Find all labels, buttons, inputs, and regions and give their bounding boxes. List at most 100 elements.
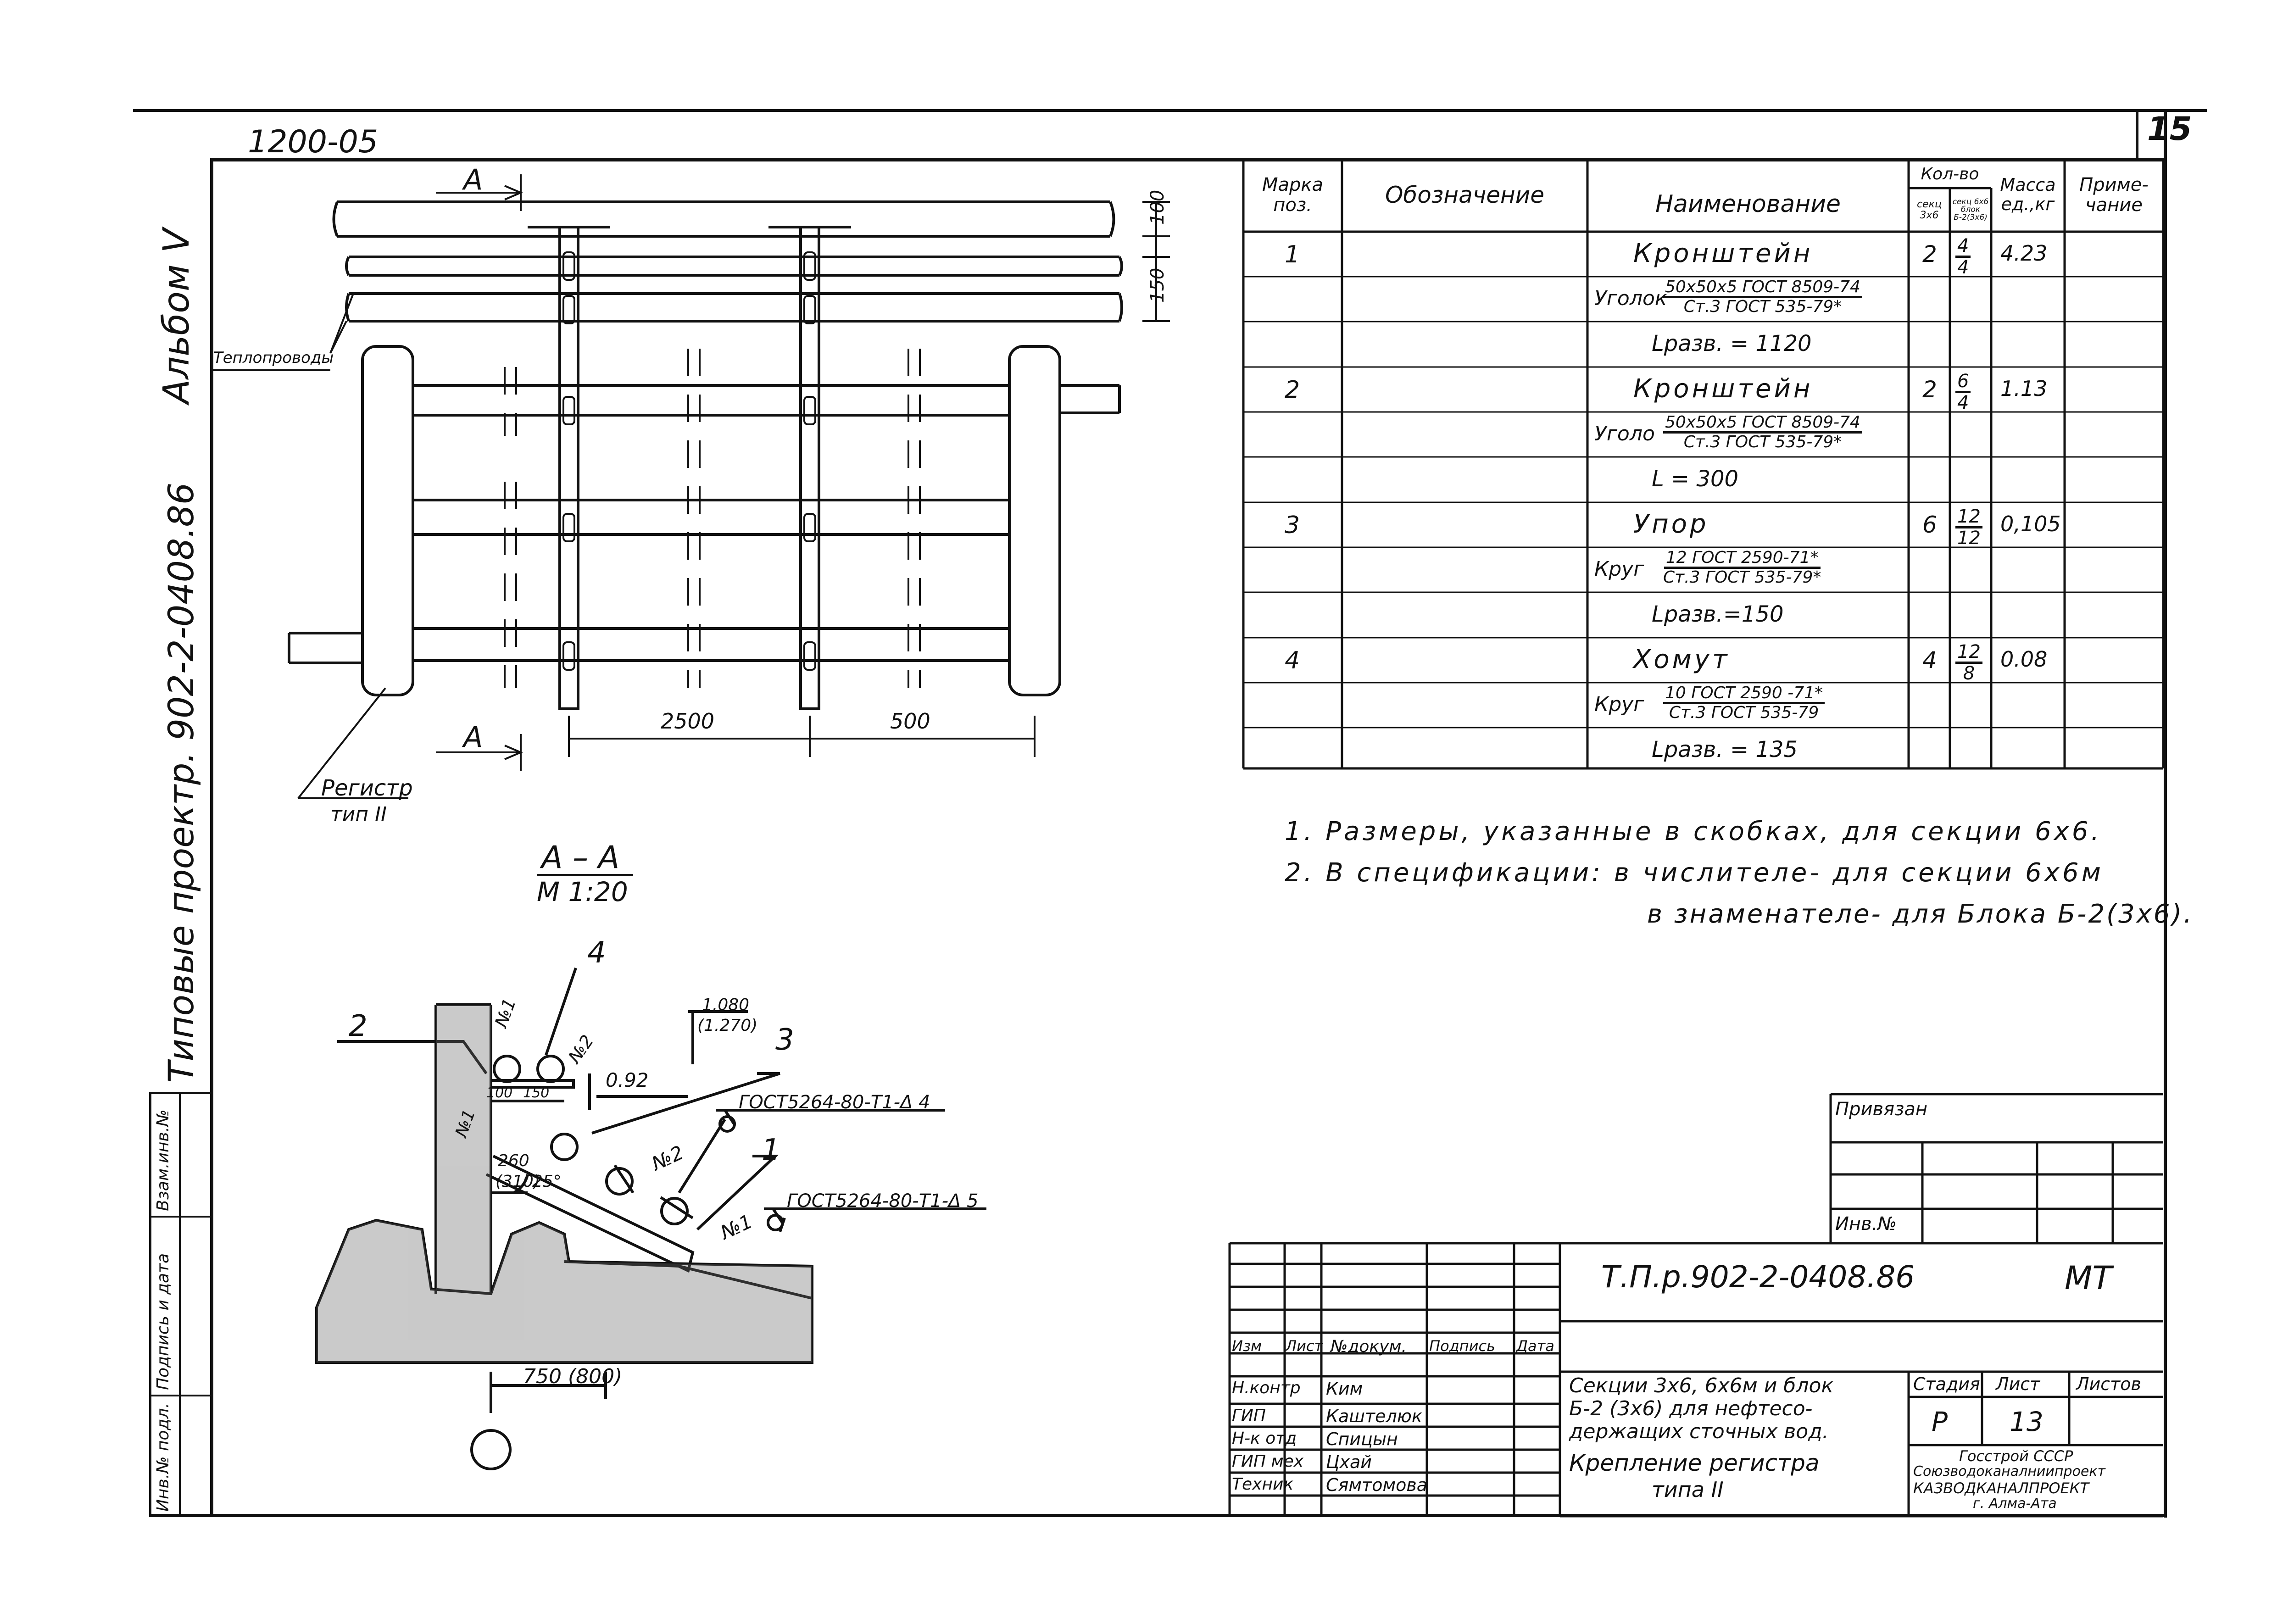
corner-box-left	[2136, 109, 2138, 161]
spec-row-qty1: 4	[1922, 647, 1937, 673]
plan-section-mark-bottom: А	[463, 720, 483, 754]
section-title-underline	[537, 874, 633, 876]
title-desc-2: Б-2 (3х6) для нефтесо-	[1569, 1397, 1813, 1420]
section-elev-2: (1.270)	[697, 1016, 758, 1035]
plan-label-register-type: тип II	[330, 803, 387, 826]
spec-row-material-den: Ст.3 ГОСТ 535-79*	[1683, 432, 1842, 451]
staff-role: Н.контр	[1232, 1379, 1301, 1397]
spec-row-mark: 4	[1285, 647, 1300, 674]
spec-row-length: Lразв.=150	[1652, 601, 1784, 627]
spec-row-qty2-num: 12	[1955, 642, 1982, 664]
spec-row-mark: 3	[1285, 512, 1300, 539]
frame-left	[210, 158, 213, 1516]
staff-name: Каштелюк	[1326, 1406, 1422, 1426]
spec-row-mark: 2	[1285, 376, 1300, 404]
margin-col-split	[179, 1092, 181, 1516]
top-rule	[133, 109, 2207, 112]
section-angle: 25°	[532, 1172, 562, 1191]
spec-row-material-prefix: Уголок	[1594, 287, 1667, 310]
staff-role: Техник	[1232, 1475, 1294, 1494]
title-org-3: КАЗВОДКАНАЛПРОЕКТ	[1913, 1479, 2089, 1497]
section-scale: М 1:20	[537, 876, 628, 907]
title-sheet-title-2: типа II	[1652, 1477, 1724, 1502]
plan-dim-500: 500	[890, 709, 930, 734]
title-org-2: Союзводоканалниипроект	[1913, 1463, 2105, 1479]
section-weld-2: ГОСТ5264-80-Т1-Δ 5	[787, 1190, 979, 1212]
spec-row-qty1: 2	[1922, 241, 1937, 267]
note-3: в знаменателе- для Блока Б-2(3х6).	[1647, 899, 2194, 929]
spec-row-qty2-den: 4	[1957, 392, 1969, 413]
margin-row-2	[149, 1395, 213, 1396]
spec-row-qty1: 2	[1922, 376, 1937, 403]
spec-row-qty2-num: 12	[1955, 507, 1982, 528]
spec-row-mass: 0,105	[2000, 512, 2061, 536]
title-desc-3: держащих сточных вод.	[1569, 1420, 1829, 1443]
spec-row-material: 10 ГОСТ 2590 -71*Ст.3 ГОСТ 535-79	[1663, 684, 1825, 722]
title-org-1: Госстрой СССР	[1959, 1447, 2073, 1465]
section-elev-1: 1.080	[702, 996, 750, 1014]
spec-header-mass: Масса ед.,кг	[2000, 175, 2056, 214]
spec-row-name: Кронштейн	[1633, 374, 1813, 404]
spec-header-qty-sub2: секц 6х6 блок Б-2(3х6)	[1952, 197, 1989, 222]
spec-row-qty2-den: 12	[1957, 528, 1981, 549]
staff-name: Сямтомова	[1326, 1475, 1428, 1495]
spec-row-qty2-den: 8	[1963, 663, 1975, 684]
margin-row-1	[149, 1216, 213, 1218]
spec-row-mass: 0.08	[2000, 647, 2048, 672]
title-org-4: г. Алма-Ата	[1973, 1496, 2057, 1512]
spec-header-designation: Обозначение	[1385, 182, 1544, 208]
spec-row-material-num: 10 ГОСТ 2590 -71*	[1663, 684, 1825, 704]
section-title: А – А	[541, 840, 620, 876]
title-stage-label: Стадия	[1913, 1374, 1980, 1394]
staff-name: Спицын	[1326, 1429, 1398, 1449]
title-col-sign: Подпись	[1429, 1337, 1495, 1355]
frame-top	[211, 158, 2166, 161]
spec-row-qty2-den: 4	[1957, 257, 1969, 278]
section-pos-4: 4	[587, 936, 606, 970]
spec-row-length: Lразв. = 135	[1652, 737, 1798, 762]
section-pos-3: 3	[775, 1023, 794, 1057]
plan-section-mark-top: А	[463, 163, 483, 196]
spec-row-qty1: 6	[1922, 512, 1937, 538]
spec-row-mark: 1	[1285, 241, 1300, 268]
spec-row-material-prefix: Круг	[1594, 693, 1644, 716]
title-mark: МТ	[2065, 1259, 2112, 1297]
binding-inv-no: Инв.№	[1835, 1213, 1897, 1235]
note-2: 2. В спецификации: в числителе- для секц…	[1285, 858, 2104, 888]
title-sheet-title-1: Крепление регистра	[1569, 1450, 1820, 1476]
title-sheet: 13	[2010, 1406, 2043, 1437]
spec-row-name: Упор	[1633, 509, 1709, 539]
margin-box-top	[149, 1092, 213, 1094]
staff-role: Н-к отд	[1232, 1429, 1297, 1448]
plan-dim-2500: 2500	[661, 709, 715, 734]
staff-role: ГИП мех	[1232, 1452, 1304, 1471]
section-pos-1: 1	[762, 1133, 780, 1167]
spec-header-qty: Кол-во	[1921, 164, 1979, 184]
title-col-date: Дата	[1516, 1337, 1554, 1355]
spec-row-name: Хомут	[1633, 645, 1730, 674]
section-dim-150: 150	[523, 1085, 550, 1101]
spec-row-qty2-num: 4	[1955, 236, 1971, 258]
code-top: 1200-05	[248, 124, 379, 160]
section-dim-100: 100	[486, 1085, 513, 1101]
section-dim-260: 260	[498, 1151, 529, 1170]
spec-header-qty-sub1: секц 3х6	[1917, 199, 1942, 221]
spec-row-length: Lразв. = 1120	[1652, 331, 1812, 356]
title-code: Т.П.р.902-2-0408.86	[1601, 1259, 1915, 1295]
section-dim-750: 750 (800)	[523, 1365, 623, 1388]
spec-header-name: Наименование	[1655, 190, 1841, 218]
spec-row-mass: 4.23	[2000, 241, 2048, 266]
spec-row-material-den: Ст.3 ГОСТ 535-79	[1669, 703, 1819, 722]
frame-right	[2164, 109, 2167, 1518]
